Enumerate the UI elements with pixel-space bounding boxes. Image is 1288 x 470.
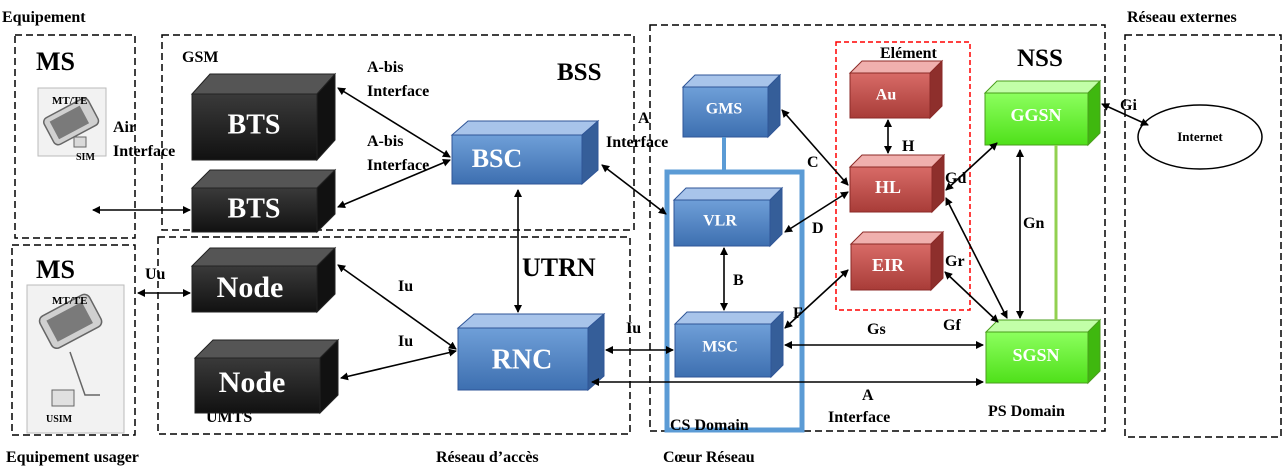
gi-link (1101, 103, 1149, 126)
node-2-box (193, 338, 340, 415)
c-link (781, 109, 849, 186)
internet-cloud (1137, 104, 1263, 170)
gs-label: Gs (867, 321, 886, 338)
bss-frame (161, 34, 635, 231)
rnc-label: RNC (492, 344, 553, 375)
air-interface-label-1: Air (113, 119, 136, 136)
a-top-label-2: Interface (606, 134, 668, 151)
ms-bottom-label: MS (36, 255, 75, 284)
bsc-label: BSC (472, 144, 523, 173)
ms-top-frame (14, 34, 136, 239)
iu-3-label: Iu (626, 320, 641, 337)
hl-label: HL (875, 177, 901, 197)
rnc-box (456, 312, 606, 392)
msc-label: MSC (702, 339, 738, 356)
gd-link (945, 142, 998, 191)
h-label: H (902, 138, 915, 155)
section-label-equipement: Equipement (2, 9, 86, 26)
uu-label: Uu (145, 266, 166, 283)
iu-1-label: Iu (398, 278, 413, 295)
iu-2-link (340, 348, 457, 381)
gn-label: Gn (1023, 215, 1044, 232)
gd-label: Gd (945, 170, 966, 187)
element-label: Elément (880, 45, 938, 62)
mt-te-bottom-label: MT/TE (52, 295, 87, 307)
sim-label: SIM (76, 152, 95, 163)
bts-1-label: BTS (228, 109, 281, 140)
section-label-equipement-usager: Equipement usager (6, 449, 139, 466)
c-label: C (807, 154, 819, 171)
a-interface-top-link (601, 164, 667, 215)
vlr-label: VLR (703, 213, 737, 230)
abis-2-label-2: Interface (367, 157, 429, 174)
external-network-frame (1124, 34, 1282, 438)
a-bottom-label-2: Interface (828, 409, 890, 426)
b-label: B (733, 272, 744, 289)
usim-label: USIM (46, 414, 73, 425)
mobile-phone-icon (37, 87, 107, 157)
utrn-label: UTRN (522, 253, 596, 282)
f-label: F (793, 305, 803, 322)
bts-2-box (190, 168, 337, 234)
sgsn-label: SGSN (1012, 345, 1059, 365)
gr-label: Gr (945, 253, 965, 270)
msc-box (673, 310, 785, 379)
abis-2-label-1: A-bis (367, 133, 403, 150)
bts-2-label: BTS (228, 193, 281, 224)
d-label: D (812, 220, 824, 237)
au-box (848, 59, 944, 120)
abis-1-label-2: Interface (367, 83, 429, 100)
abis-1-label-1: A-bis (367, 59, 403, 76)
gms-label: GMS (706, 101, 743, 118)
bsc-box (450, 119, 600, 186)
section-label-coeur-reseau: Cœur Réseau (663, 449, 755, 466)
nss-frame (649, 24, 1106, 432)
ps-domain-label: PS Domain (988, 403, 1065, 420)
eir-label: EIR (872, 255, 905, 275)
ggsn-label: GGSN (1010, 105, 1061, 125)
internet-label: Internet (1177, 129, 1223, 144)
eir-box (849, 230, 945, 292)
abis-2-link (337, 159, 451, 208)
vlr-box (672, 186, 784, 248)
utrn-frame (157, 236, 631, 435)
a-top-label-1: A (638, 110, 650, 127)
gms-box (681, 73, 782, 139)
section-label-reseau-externes: Réseau externes (1127, 9, 1237, 26)
air-interface-label-2: Interface (113, 143, 175, 160)
mt-te-top-label: MT/TE (52, 95, 87, 107)
section-label-reseau-acces: Réseau d’accès (436, 449, 539, 466)
node-1-box (190, 246, 337, 314)
hl-box (848, 153, 946, 214)
gi-label: Gi (1120, 97, 1137, 114)
sgsn-box (984, 318, 1102, 385)
ms-top-label: MS (36, 47, 75, 76)
node-1-label: Node (217, 271, 284, 304)
cs-domain-label: CS Domain (670, 417, 749, 434)
abis-1-link (337, 87, 451, 158)
ms-bottom-frame (11, 244, 136, 436)
iu-1-link (337, 264, 457, 350)
bts-1-box (190, 72, 337, 162)
gf-link (944, 271, 999, 323)
nss-label: NSS (1017, 45, 1063, 72)
bss-label: BSS (557, 59, 601, 86)
d-link (784, 191, 849, 233)
gf-label: Gf (943, 317, 961, 334)
ggsn-box (983, 79, 1102, 147)
f-link (784, 269, 849, 329)
mobile-phone-icon (26, 284, 125, 434)
iu-2-label: Iu (398, 333, 413, 350)
node-2-label: Node (219, 366, 286, 399)
gsm-label: GSM (182, 49, 218, 66)
au-label: Au (876, 87, 897, 104)
a-bottom-label-1: A (862, 387, 874, 404)
